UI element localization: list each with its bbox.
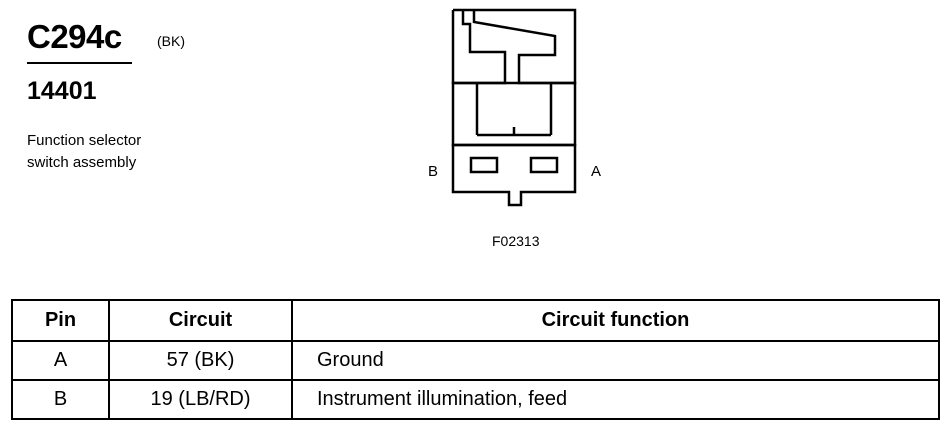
circuit-cell: 19 (LB/RD)	[108, 379, 293, 420]
figure-id: F02313	[492, 233, 540, 249]
connector-color-code: (BK)	[157, 33, 185, 49]
circuit-cell: 57 (BK)	[108, 340, 293, 381]
function-cell: Ground	[291, 340, 940, 381]
connector-latch-outline	[451, 8, 577, 85]
connector-face-diagram: B A	[428, 8, 601, 207]
pin-label-b: B	[428, 163, 438, 180]
connector-body-lower	[451, 143, 577, 207]
table-row: A 57 (BK) Ground	[11, 340, 940, 381]
connector-id: C294c	[27, 18, 122, 55]
header-circuit: Circuit	[108, 299, 293, 342]
table-row: B 19 (LB/RD) Instrument illumination, fe…	[11, 379, 940, 420]
header-pin: Pin	[11, 299, 110, 342]
header-circuit-function: Circuit function	[291, 299, 940, 342]
table-header-row: Pin Circuit Circuit function	[11, 299, 940, 342]
description-line-1: Function selector	[27, 132, 142, 149]
pin-cavity-b	[469, 156, 499, 174]
pin-cell: A	[11, 340, 110, 381]
pinout-table: Pin Circuit Circuit function A 57 (BK) G…	[11, 299, 940, 420]
part-number: 14401	[27, 77, 97, 105]
description-line-2: switch assembly	[27, 154, 137, 171]
pin-cavity-a	[529, 156, 559, 174]
function-cell: Instrument illumination, feed	[291, 379, 940, 420]
pin-label-a: A	[591, 163, 601, 180]
header-divider	[27, 62, 132, 64]
component-description: Function selector switch assembly	[27, 130, 227, 174]
pin-cell: B	[11, 379, 110, 420]
